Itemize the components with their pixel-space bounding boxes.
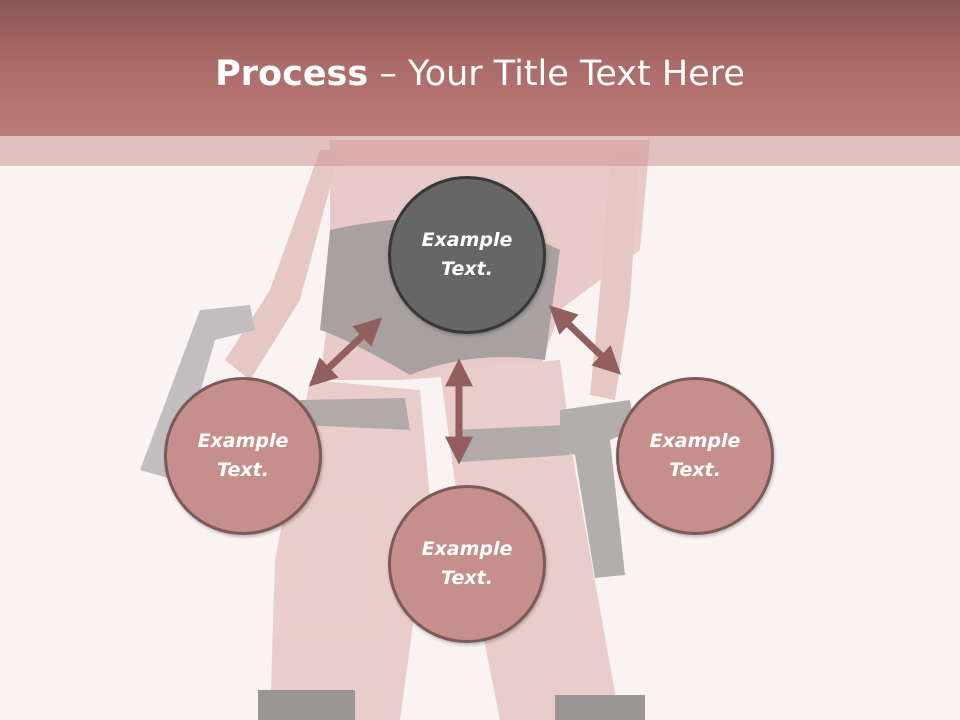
title-rest: – Your Title Text Here [368,54,745,94]
title-bold: Process [215,54,369,94]
photo-strap-left [300,398,410,430]
node-text-line1: Example [649,430,741,452]
process-node-left: Example Text. [164,377,322,535]
photo-boot-left [258,690,355,720]
photo-pistol-right [560,400,635,578]
photo-boot-right [555,695,645,720]
photo-arm-left [225,150,340,380]
node-text-line2: Text. [669,459,721,481]
title-bar-band [0,136,960,166]
node-text-line2: Text. [441,567,493,589]
photo-strap-right [455,425,570,462]
node-text-line2: Text. [217,459,269,481]
process-node-top: Example Text. [388,176,546,334]
node-text-line1: Example [197,430,289,452]
node-text-line1: Example [421,229,513,251]
title-bar [0,0,960,136]
slide-title: Process – Your Title Text Here [0,52,960,96]
process-node-right: Example Text. [616,377,774,535]
node-text-line1: Example [421,538,513,560]
node-text-line2: Text. [441,258,493,280]
process-node-bottom: Example Text. [388,485,546,643]
